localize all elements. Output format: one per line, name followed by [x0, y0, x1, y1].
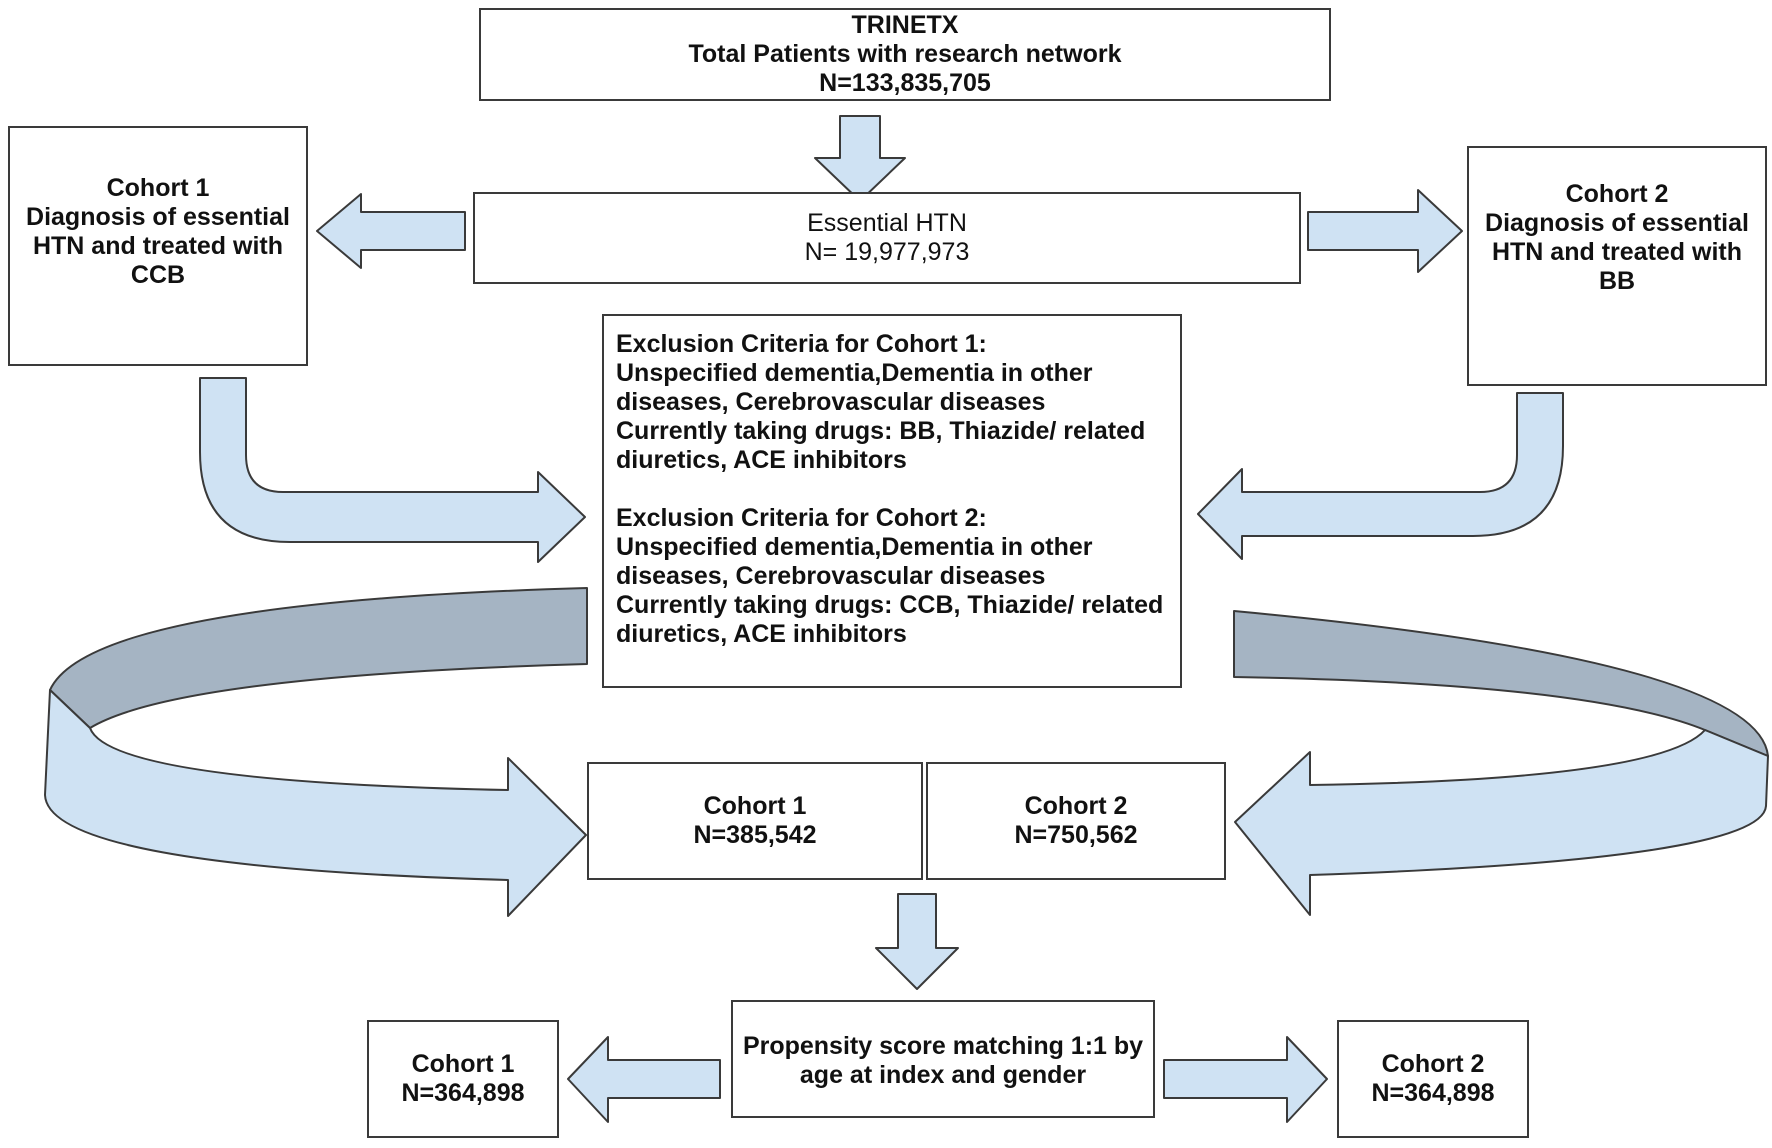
arrow-curved-cohort1-exclusion	[199, 377, 586, 563]
essential-htn-count: N= 19,977,973	[804, 238, 970, 266]
exclusion-cohort2-line: diseases, Cerebrovascular diseases	[616, 562, 1046, 590]
exclusion-criteria-text: Exclusion Criteria for Cohort 1: Unspeci…	[616, 330, 1163, 649]
node-exclusion-criteria: Exclusion Criteria for Cohort 1: Unspeci…	[602, 314, 1182, 688]
cohort1-matched-value: N=364,898	[401, 1079, 525, 1107]
cohort1-dx-line: Diagnosis of essential	[26, 203, 290, 231]
exclusion-cohort1-line: Unspecified dementia,Dementia in other	[616, 359, 1093, 387]
psm-line: age at index and gender	[799, 1061, 1087, 1089]
trinetx-count: N=133,835,705	[819, 69, 991, 97]
cohort1-count-title: Cohort 1	[703, 792, 807, 820]
cohort1-matched-title: Cohort 1	[411, 1050, 515, 1078]
cohort2-dx-line: Diagnosis of essential	[1485, 209, 1749, 237]
node-propensity-matching-text: Propensity score matching 1:1 by age at …	[743, 1032, 1143, 1090]
arrow-curved-cohort2-exclusion	[1197, 392, 1564, 560]
arrow-right-cohort2-matched	[1163, 1036, 1328, 1123]
node-essential-htn: Essential HTN N= 19,977,973	[473, 192, 1301, 284]
node-cohort1-diagnosis-text: Cohort 1 Diagnosis of essential HTN and …	[26, 174, 290, 290]
node-trinetx-text: TRINETX Total Patients with research net…	[689, 11, 1122, 98]
trinetx-title: TRINETX	[851, 11, 959, 39]
exclusion-cohort2-line: Unspecified dementia,Dementia in other	[616, 533, 1093, 561]
cohort2-matched-value: N=364,898	[1371, 1079, 1495, 1107]
node-cohort2-matched-text: Cohort 2 N=364,898	[1371, 1050, 1494, 1108]
cohort2-dx-drug: BB	[1598, 267, 1636, 295]
swoosh-right-back	[1233, 610, 1769, 757]
cohort2-count-title: Cohort 2	[1024, 792, 1128, 820]
exclusion-spacer	[616, 475, 1163, 504]
exclusion-cohort1-line: Currently taking drugs: BB, Thiazide/ re…	[616, 417, 1146, 445]
cohort1-count-value: N=385,542	[693, 821, 817, 849]
swoosh-right-front	[1234, 729, 1769, 916]
arrow-down-psm	[875, 893, 959, 990]
essential-htn-title: Essential HTN	[807, 209, 967, 237]
node-cohort1-count: Cohort 1 N=385,542	[587, 762, 923, 880]
node-cohort1-diagnosis: Cohort 1 Diagnosis of essential HTN and …	[8, 126, 308, 366]
node-cohort1-matched-text: Cohort 1 N=364,898	[401, 1050, 524, 1108]
arrow-left-cohort1-matched	[567, 1036, 721, 1123]
exclusion-cohort1-heading: Exclusion Criteria for Cohort 1:	[616, 330, 987, 358]
node-cohort2-diagnosis: Cohort 2 Diagnosis of essential HTN and …	[1467, 146, 1767, 386]
node-cohort2-count-text: Cohort 2 N=750,562	[1014, 792, 1137, 850]
exclusion-cohort1-line: diuretics, ACE inhibitors	[616, 446, 907, 474]
cohort2-dx-line: HTN and treated with	[1491, 238, 1742, 266]
node-trinetx-total: TRINETX Total Patients with research net…	[479, 8, 1331, 101]
node-cohort1-matched: Cohort 1 N=364,898	[367, 1020, 559, 1138]
cohort1-dx-drug: CCB	[130, 261, 186, 289]
psm-line: Propensity score matching 1:1 by	[742, 1032, 1144, 1060]
exclusion-cohort2-line: Currently taking drugs: CCB, Thiazide/ r…	[616, 591, 1164, 619]
node-cohort1-count-text: Cohort 1 N=385,542	[693, 792, 816, 850]
exclusion-cohort1-line: diseases, Cerebrovascular diseases	[616, 388, 1046, 416]
cohort2-count-value: N=750,562	[1014, 821, 1138, 849]
node-cohort2-count: Cohort 2 N=750,562	[926, 762, 1226, 880]
trinetx-subtitle: Total Patients with research network	[688, 40, 1122, 68]
arrow-right-cohort2-dx	[1307, 189, 1463, 273]
exclusion-cohort2-heading: Exclusion Criteria for Cohort 2:	[616, 504, 987, 532]
swoosh-left-back	[49, 587, 588, 729]
node-essential-htn-text: Essential HTN N= 19,977,973	[805, 209, 970, 267]
node-propensity-matching: Propensity score matching 1:1 by age at …	[731, 1000, 1155, 1118]
cohort1-dx-line: HTN and treated with	[32, 232, 283, 260]
cohort2-dx-title: Cohort 2	[1565, 180, 1669, 208]
swoosh-left-front	[44, 689, 587, 917]
node-cohort2-diagnosis-text: Cohort 2 Diagnosis of essential HTN and …	[1485, 180, 1749, 296]
node-cohort2-matched: Cohort 2 N=364,898	[1337, 1020, 1529, 1138]
arrow-down-top	[814, 115, 906, 202]
exclusion-cohort2-line: diuretics, ACE inhibitors	[616, 620, 907, 648]
cohort1-dx-title: Cohort 1	[106, 174, 210, 202]
cohort2-matched-title: Cohort 2	[1381, 1050, 1485, 1078]
arrow-left-cohort1-dx	[316, 193, 466, 269]
